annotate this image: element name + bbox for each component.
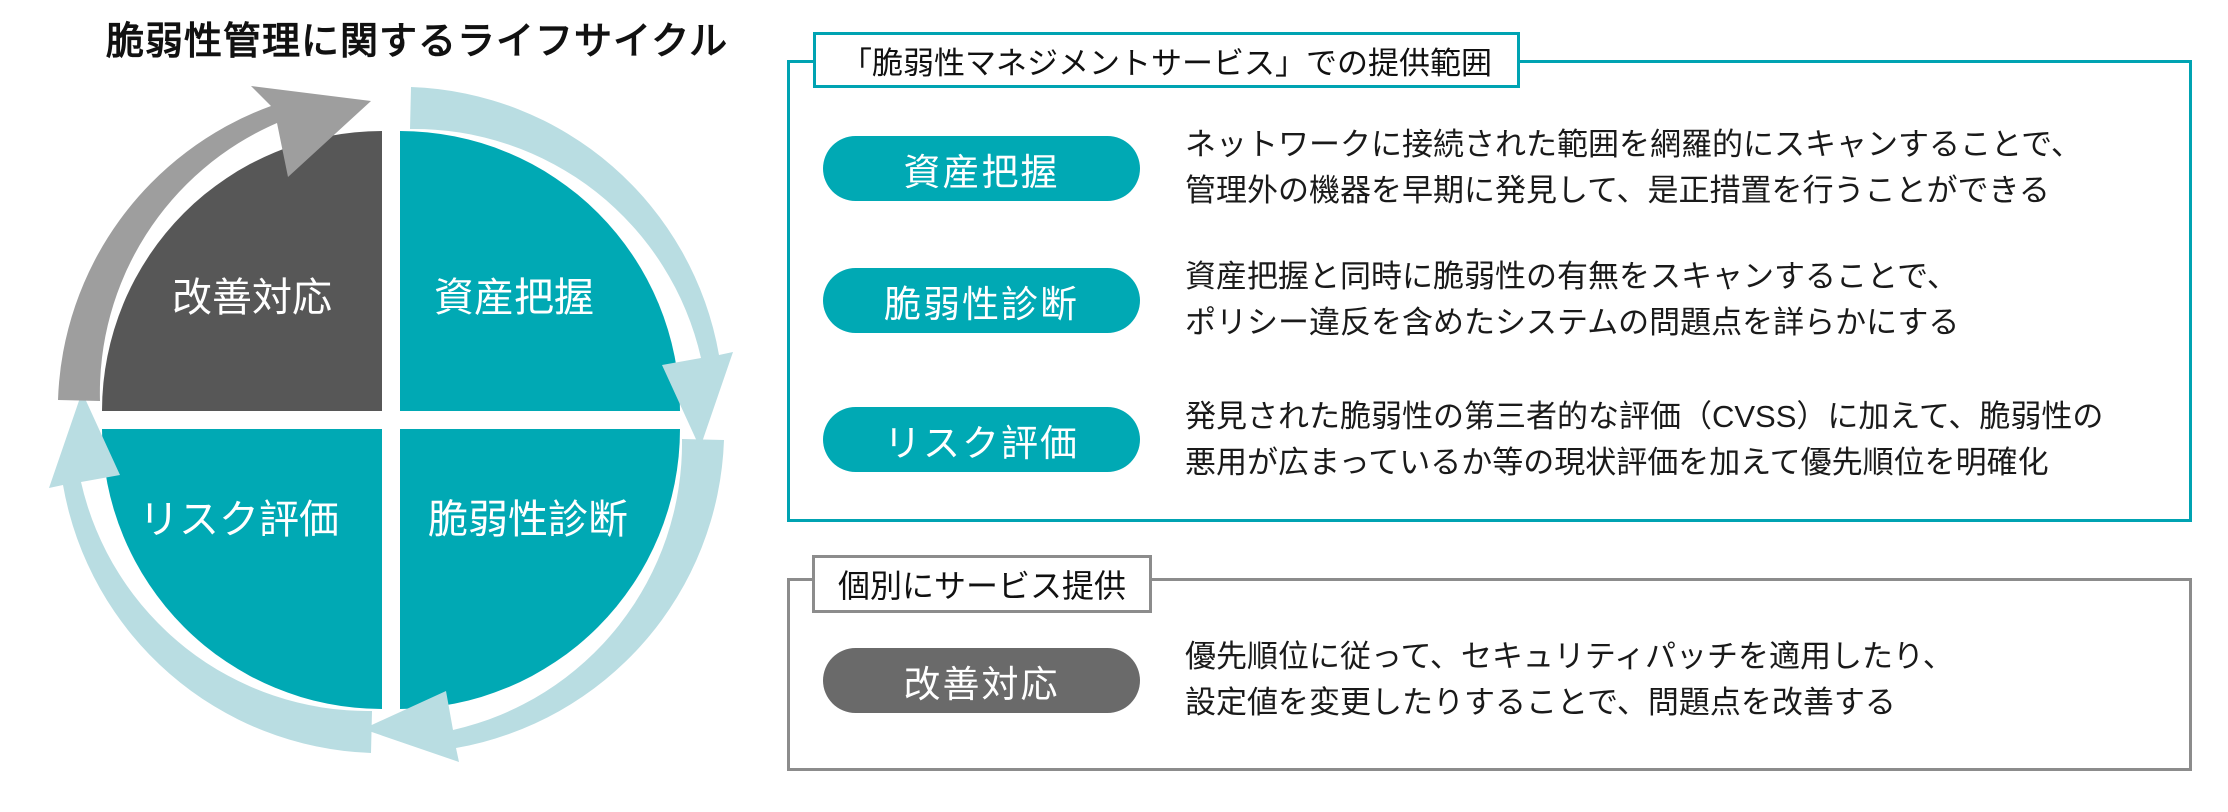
- quadrant-label-asset: 資産把握: [434, 276, 594, 320]
- individual-service-panel: [787, 578, 2192, 771]
- desc-asset: ネットワークに接続された範囲を網羅的にスキャンすることで、 管理外の機器を早期に…: [1185, 122, 2185, 214]
- desc-scan: 資産把握と同時に脆弱性の有無をスキャンすることで、 ポリシー違反を含めたシステム…: [1185, 254, 2185, 346]
- desc-risk-line1: 発見された脆弱性の第三者的な評価（CVSS）に加えて、脆弱性の: [1185, 399, 2104, 434]
- provided-scope-panel-label: 「脆弱性マネジメントサービス」での提供範囲: [813, 32, 1520, 88]
- quadrant-remediation-shape: [58, 86, 382, 411]
- quadrant-scan-shape: [363, 429, 724, 762]
- desc-scan-line1: 資産把握と同時に脆弱性の有無をスキャンすることで、: [1185, 259, 1958, 294]
- individual-service-panel-label: 個別にサービス提供: [812, 555, 1152, 613]
- desc-risk: 発見された脆弱性の第三者的な評価（CVSS）に加えて、脆弱性の 悪用が広まってい…: [1185, 394, 2185, 486]
- pill-risk: リスク評価: [823, 407, 1140, 472]
- page-title: 脆弱性管理に関するライフサイクル: [106, 21, 729, 63]
- desc-remediation-line2: 設定値を変更したりすることで、問題点を改善する: [1185, 685, 1896, 720]
- desc-scan-line2: ポリシー違反を含めたシステムの問題点を詳らかにする: [1185, 305, 1960, 340]
- desc-remediation: 優先順位に従って、セキュリティパッチを適用したり、 設定値を変更したりすることで…: [1185, 634, 2185, 726]
- desc-asset-line1: ネットワークに接続された範囲を網羅的にスキャンすることで、: [1185, 127, 2082, 162]
- quadrant-label-scan: 脆弱性診断: [428, 498, 628, 542]
- lifecycle-cycle-diagram: 改善対応 資産把握 脆弱性診断 リスク評価: [49, 86, 733, 762]
- pill-asset: 資産把握: [823, 136, 1140, 201]
- quadrant-label-risk: リスク評価: [139, 498, 339, 542]
- quadrant-label-remediation: 改善対応: [172, 276, 332, 320]
- pill-scan: 脆弱性診断: [823, 268, 1140, 333]
- quadrant-asset-shape: [400, 87, 733, 448]
- desc-remediation-line1: 優先順位に従って、セキュリティパッチを適用したり、: [1185, 639, 1954, 674]
- desc-asset-line2: 管理外の機器を早期に発見して、是正措置を行うことができる: [1185, 173, 2050, 208]
- desc-risk-line2: 悪用が広まっているか等の現状評価を加えて優先順位を明確化: [1185, 445, 2049, 480]
- pill-remediation: 改善対応: [823, 648, 1140, 713]
- quadrant-risk-shape: [49, 392, 382, 753]
- gray-cycle-arrow: [58, 86, 371, 401]
